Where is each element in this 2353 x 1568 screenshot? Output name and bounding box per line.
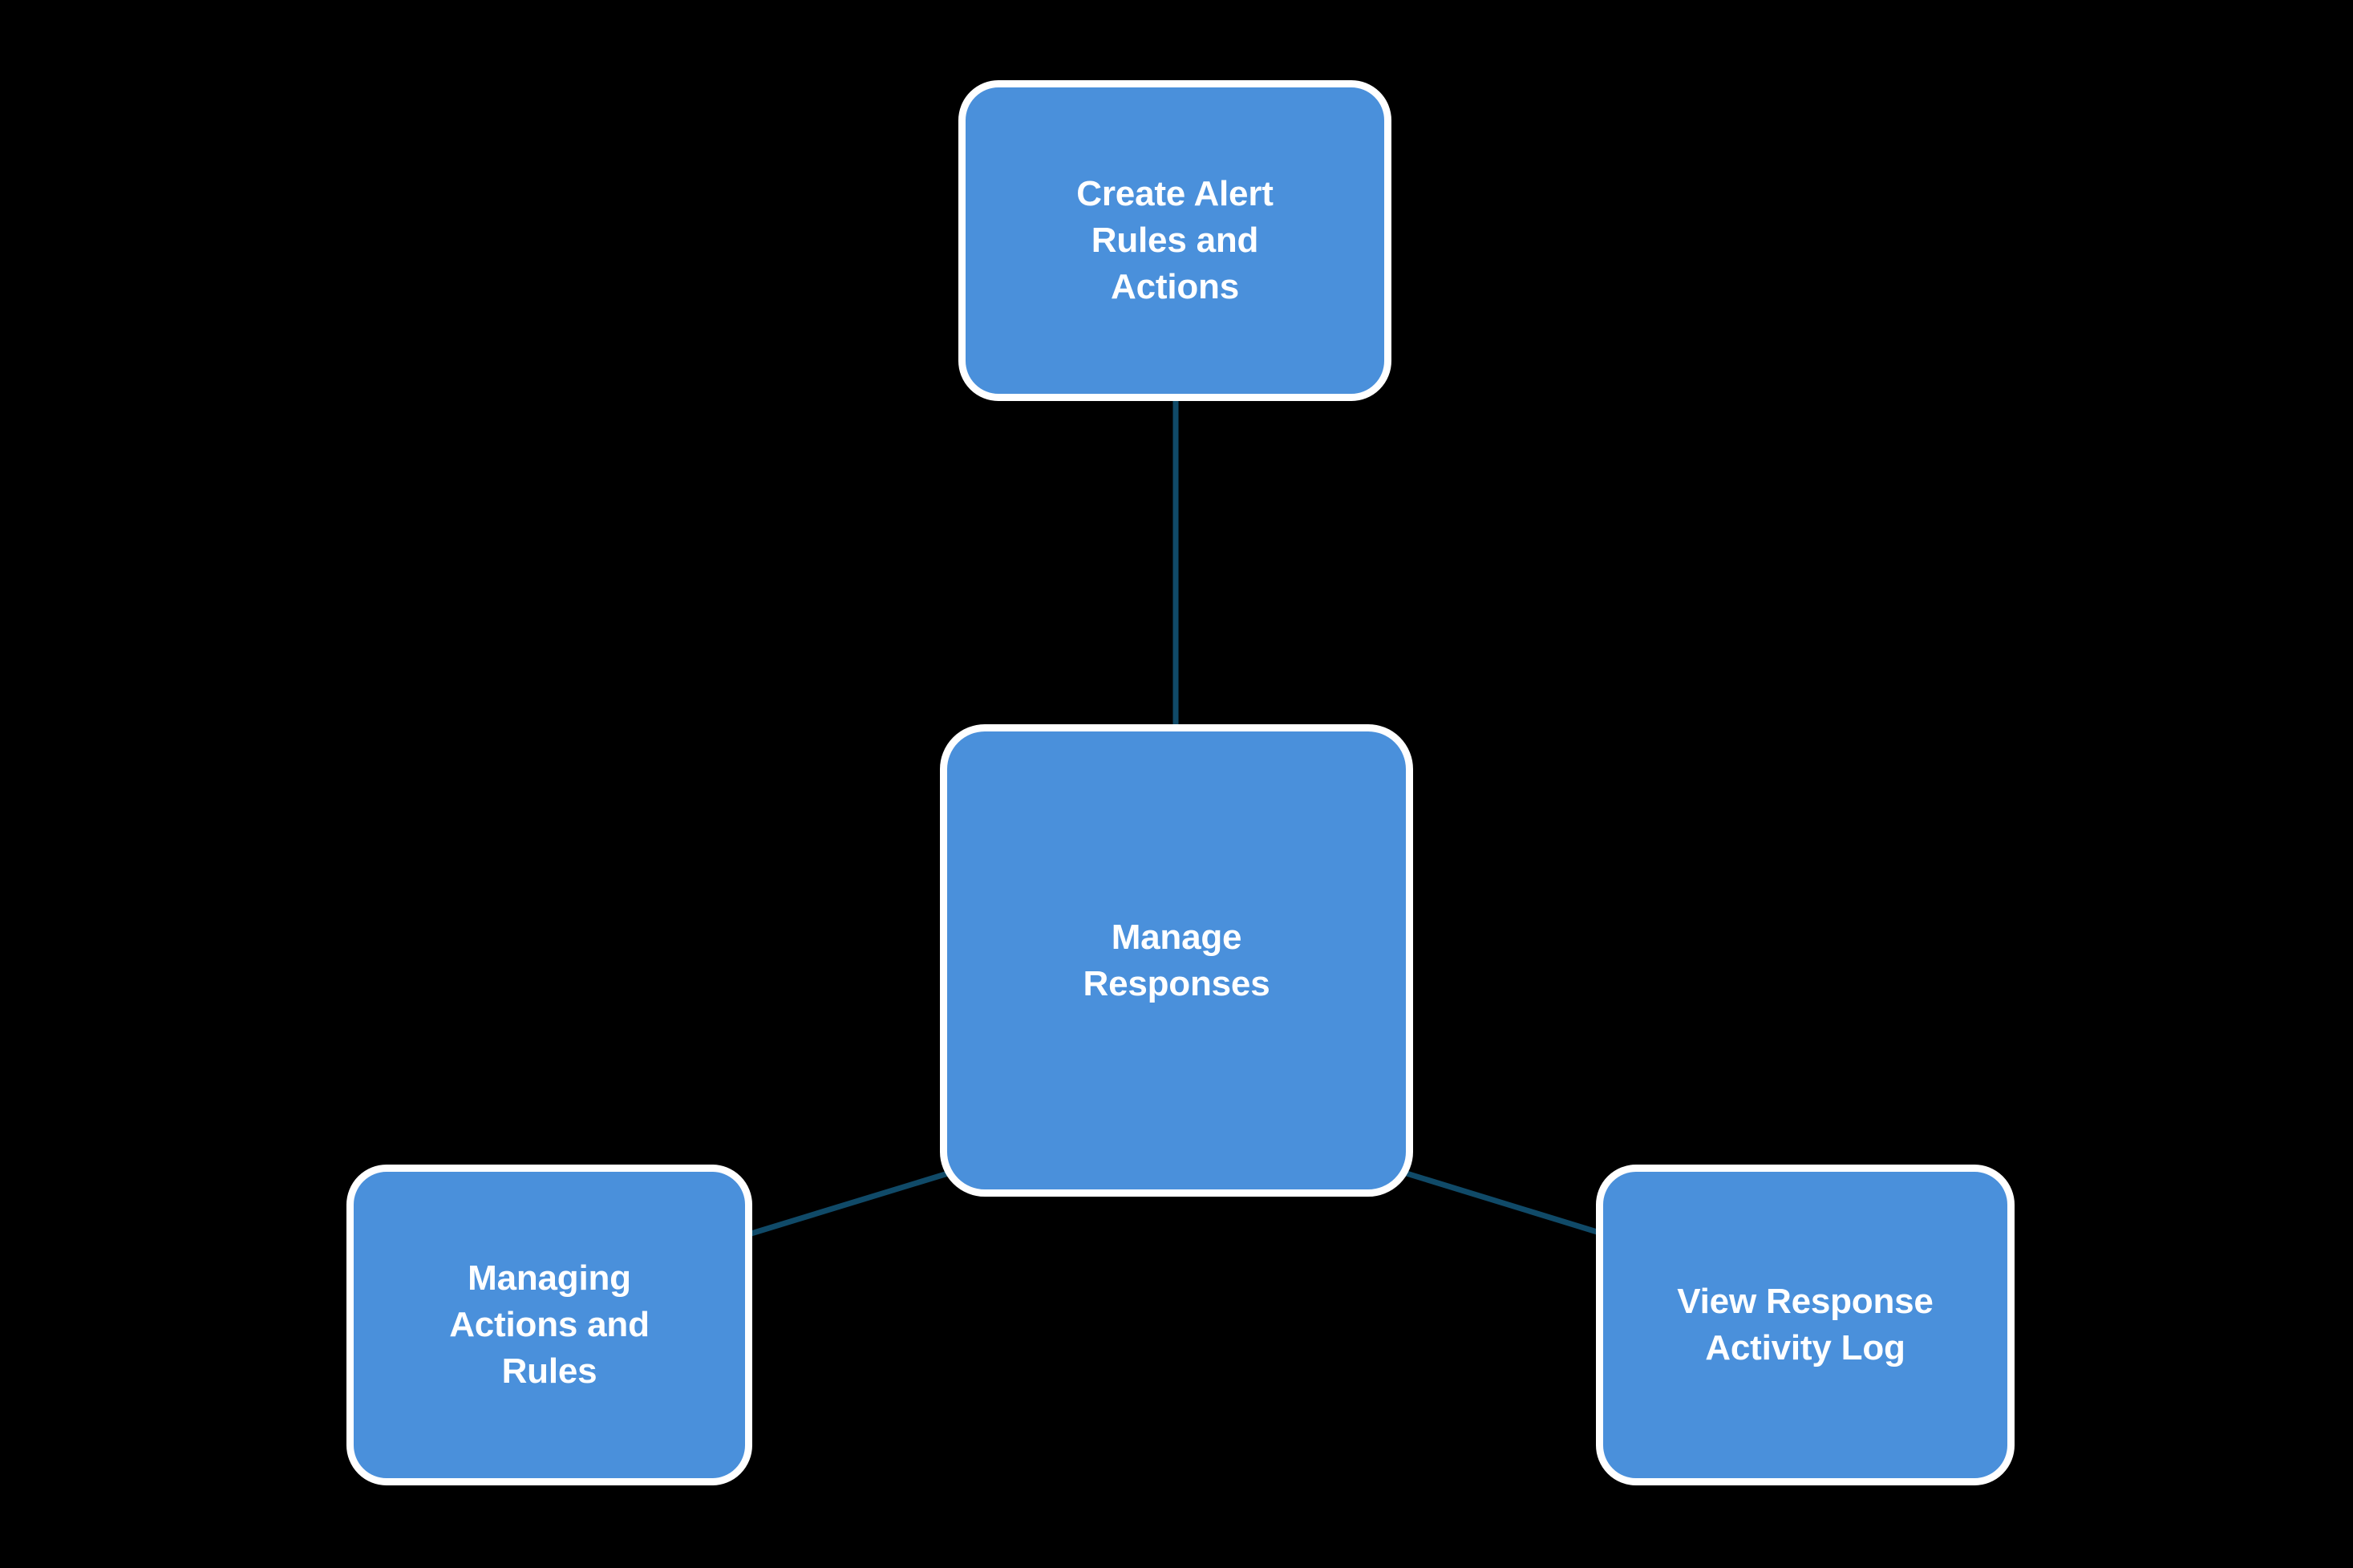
connector-hub-to-managing-actions-and-rules xyxy=(744,1161,978,1238)
node-view-response-activity-log[interactable]: View Response Activity Log xyxy=(1596,1165,2015,1485)
connector-hub-to-view-response-activity-log xyxy=(1376,1161,1604,1237)
node-label-view-response-activity-log: View Response Activity Log xyxy=(1677,1282,1934,1367)
node-label-managing-actions-and-rules: Managing Actions and Rules xyxy=(449,1258,650,1391)
node-manage-responses[interactable]: Manage Responses xyxy=(940,724,1413,1197)
node-managing-actions-and-rules[interactable]: Managing Actions and Rules xyxy=(346,1165,752,1485)
node-label-manage-responses: Manage Responses xyxy=(1083,917,1270,1003)
node-create-alert-rules-and-actions[interactable]: Create Alert Rules and Actions xyxy=(958,80,1391,401)
node-label-create-alert-rules-and-actions: Create Alert Rules and Actions xyxy=(1076,174,1274,306)
